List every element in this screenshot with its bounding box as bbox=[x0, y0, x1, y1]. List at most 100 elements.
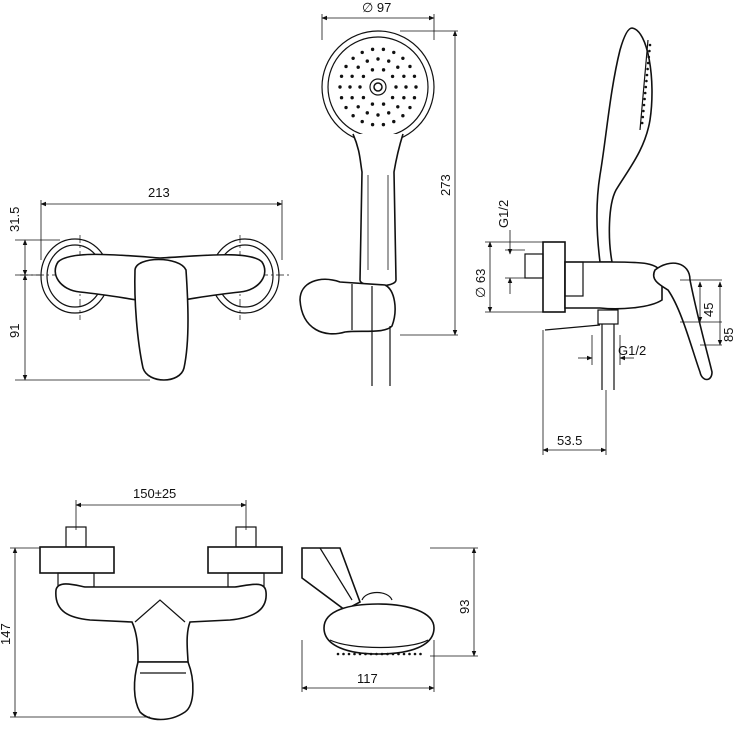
head-nozzle-dot bbox=[408, 652, 411, 656]
dim-91: 91 bbox=[7, 324, 22, 338]
nozzle-dot bbox=[402, 96, 406, 100]
nozzle-dot bbox=[401, 114, 405, 118]
nozzle-dot bbox=[376, 57, 380, 61]
side-nozzle-dot bbox=[643, 97, 646, 101]
nozzle-dot bbox=[396, 65, 400, 69]
nozzle-pattern bbox=[338, 47, 418, 127]
head-side-face bbox=[323, 603, 435, 655]
nozzle-dot bbox=[365, 59, 369, 63]
nozzle-dot bbox=[390, 95, 395, 100]
head-nozzle-dot bbox=[402, 652, 406, 656]
nozzle-dot bbox=[351, 56, 355, 60]
head-nozzle-dot bbox=[375, 652, 378, 656]
head-nozzle-dot bbox=[391, 652, 395, 656]
dim-g12-bottom: G1/2 bbox=[618, 343, 646, 358]
front-view: 213 31.5 91 bbox=[7, 185, 290, 381]
side-nozzle-dot bbox=[646, 67, 649, 71]
nozzle-dot bbox=[396, 105, 400, 109]
side-nozzle-dot bbox=[642, 103, 646, 107]
dim-273: 273 bbox=[438, 174, 453, 196]
nozzle-dot bbox=[401, 56, 405, 60]
nozzle-dot bbox=[408, 64, 412, 69]
nozzle-dot bbox=[402, 74, 406, 78]
head-nozzle-dot bbox=[347, 652, 351, 656]
nozzle-dot bbox=[390, 74, 395, 79]
nozzle-dot bbox=[339, 96, 344, 100]
side-nozzle-dot bbox=[642, 109, 645, 113]
nozzle-dot bbox=[370, 47, 375, 52]
nozzle-dot bbox=[360, 119, 364, 124]
side-nozzle-dot bbox=[648, 43, 652, 47]
head-nozzle-dot bbox=[413, 652, 417, 656]
side-nozzle-dot bbox=[644, 85, 648, 89]
side-view: G1/2 ∅ 63 45 85 G1/2 53.5 bbox=[473, 27, 736, 455]
side-nozzle-dot bbox=[643, 91, 647, 95]
bottom-body bbox=[55, 583, 267, 663]
head-side-view: 93 117 bbox=[301, 547, 478, 692]
head-nozzle-row bbox=[336, 652, 422, 656]
head-nozzle-dot bbox=[380, 652, 384, 656]
nozzle-dot bbox=[370, 68, 375, 72]
nozzle-dot bbox=[392, 119, 396, 124]
bottom-lever bbox=[133, 661, 194, 721]
nozzle-dot bbox=[350, 74, 354, 78]
nozzle-dot bbox=[412, 96, 417, 100]
side-nozzle-dot bbox=[641, 115, 645, 119]
nozzle-dot bbox=[394, 85, 398, 89]
nozzle-dot bbox=[370, 102, 375, 106]
nozzle-dot bbox=[344, 105, 348, 110]
nozzle-dot bbox=[338, 85, 342, 89]
side-nozzle-pattern bbox=[640, 43, 652, 125]
right-flange bbox=[207, 546, 283, 574]
nozzle-dot bbox=[381, 122, 386, 127]
side-nozzle-dot bbox=[645, 79, 648, 83]
side-nozzle-dot bbox=[646, 61, 650, 65]
nozzle-dot bbox=[360, 50, 364, 55]
side-nozzle-dot bbox=[645, 73, 649, 77]
lever-handle bbox=[134, 258, 189, 381]
left-flange bbox=[39, 546, 115, 574]
dim-g12-top: G1/2 bbox=[496, 200, 511, 228]
dim-213: 213 bbox=[148, 185, 170, 200]
shower-hose bbox=[371, 326, 391, 386]
head-nozzle-dot bbox=[386, 652, 389, 656]
nozzle-dot bbox=[358, 85, 362, 89]
dim-150: 150±25 bbox=[133, 486, 176, 501]
nozzle-dot bbox=[351, 114, 355, 118]
dim-53-5: 53.5 bbox=[557, 433, 582, 448]
nozzle-dot bbox=[412, 74, 417, 78]
head-nozzle-dot bbox=[419, 652, 422, 656]
nozzle-dot bbox=[356, 65, 360, 69]
dim-93: 93 bbox=[457, 600, 472, 614]
nozzle-dot bbox=[361, 74, 366, 79]
dim-147: 147 bbox=[0, 623, 13, 645]
side-nozzle-dot bbox=[647, 55, 651, 59]
bottom-view: 150±25 147 bbox=[0, 486, 283, 721]
nozzle-dot bbox=[361, 95, 366, 100]
nozzle-dot bbox=[365, 111, 369, 115]
nozzle-dot bbox=[392, 50, 396, 55]
nozzle-dot bbox=[387, 111, 391, 115]
nozzle-dot bbox=[381, 47, 386, 52]
head-nozzle-dot bbox=[336, 652, 340, 656]
shower-holder bbox=[299, 278, 396, 335]
nozzle-dot bbox=[356, 105, 360, 109]
nozzle-dot bbox=[414, 85, 418, 89]
handshower-view: ∅ 97 273 bbox=[299, 0, 458, 386]
dim-85: 85 bbox=[721, 328, 736, 342]
nozzle-dot bbox=[350, 96, 354, 100]
nozzle-dot bbox=[408, 105, 412, 110]
head-nozzle-dot bbox=[369, 652, 373, 656]
head-side-handle bbox=[301, 547, 361, 611]
side-nozzle-dot bbox=[640, 121, 644, 125]
shower-handle bbox=[352, 133, 404, 287]
nozzle-dot bbox=[344, 64, 348, 69]
dim-45: 45 bbox=[701, 303, 716, 317]
nozzle-dot bbox=[370, 122, 375, 127]
dim-63: ∅ 63 bbox=[473, 269, 488, 298]
dim-117: 117 bbox=[357, 671, 378, 686]
side-body bbox=[564, 261, 663, 310]
nozzle-dot bbox=[387, 59, 391, 63]
nozzle-dot bbox=[348, 85, 352, 89]
